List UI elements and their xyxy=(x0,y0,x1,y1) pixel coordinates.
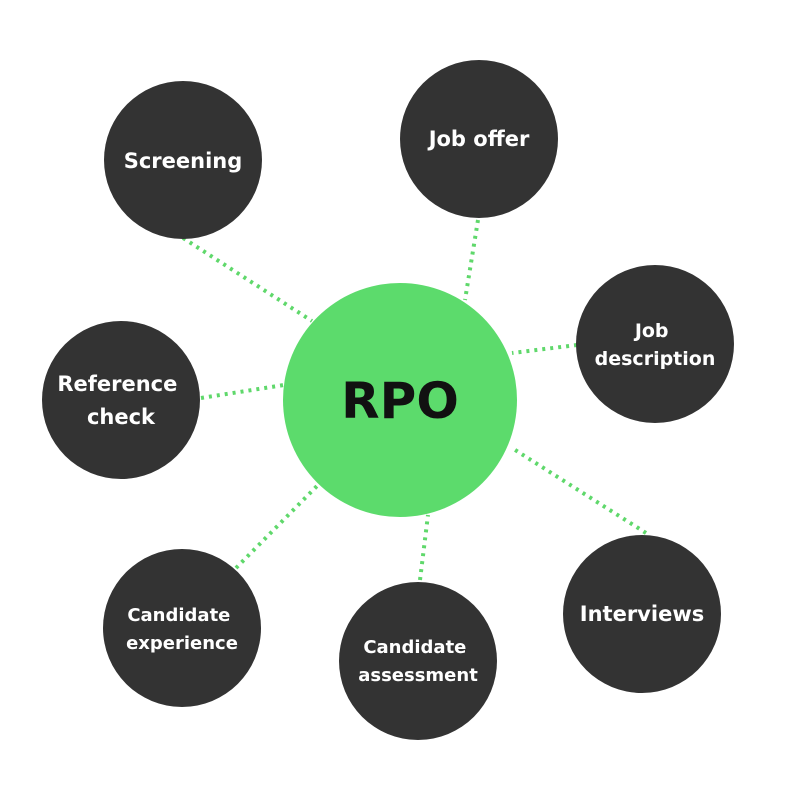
connector-candidate-assessment xyxy=(418,514,430,581)
connector-job-description xyxy=(511,343,578,355)
node-screening-label: Screening xyxy=(124,149,243,173)
node-candidate-assessment-label: Candidate assessment xyxy=(358,637,478,686)
node-job-description: Job description xyxy=(576,265,734,423)
connector-job-offer xyxy=(463,219,480,301)
center-label: RPO xyxy=(341,372,459,430)
node-reference-check-label: Reference check xyxy=(57,372,184,429)
node-job-offer-label: Job offer xyxy=(427,127,530,151)
node-interviews-label: Interviews xyxy=(580,602,704,626)
node-screening: Screening xyxy=(104,81,262,239)
node-interviews: Interviews xyxy=(563,535,721,693)
connector-candidate-experience xyxy=(234,483,320,570)
node-reference-check: Reference check xyxy=(42,321,200,479)
connector-interviews xyxy=(510,446,648,535)
node-job-offer: Job offer xyxy=(400,60,558,218)
connector-reference-check xyxy=(200,383,285,400)
node-job-description-label: Job description xyxy=(595,320,716,370)
node-candidate-assessment: Candidate assessment xyxy=(339,582,497,740)
center-node: RPO xyxy=(283,283,517,517)
connector-screening xyxy=(181,236,314,323)
node-candidate-experience-label: Candidate experience xyxy=(126,605,238,654)
node-candidate-experience: Candidate experience xyxy=(103,549,261,707)
